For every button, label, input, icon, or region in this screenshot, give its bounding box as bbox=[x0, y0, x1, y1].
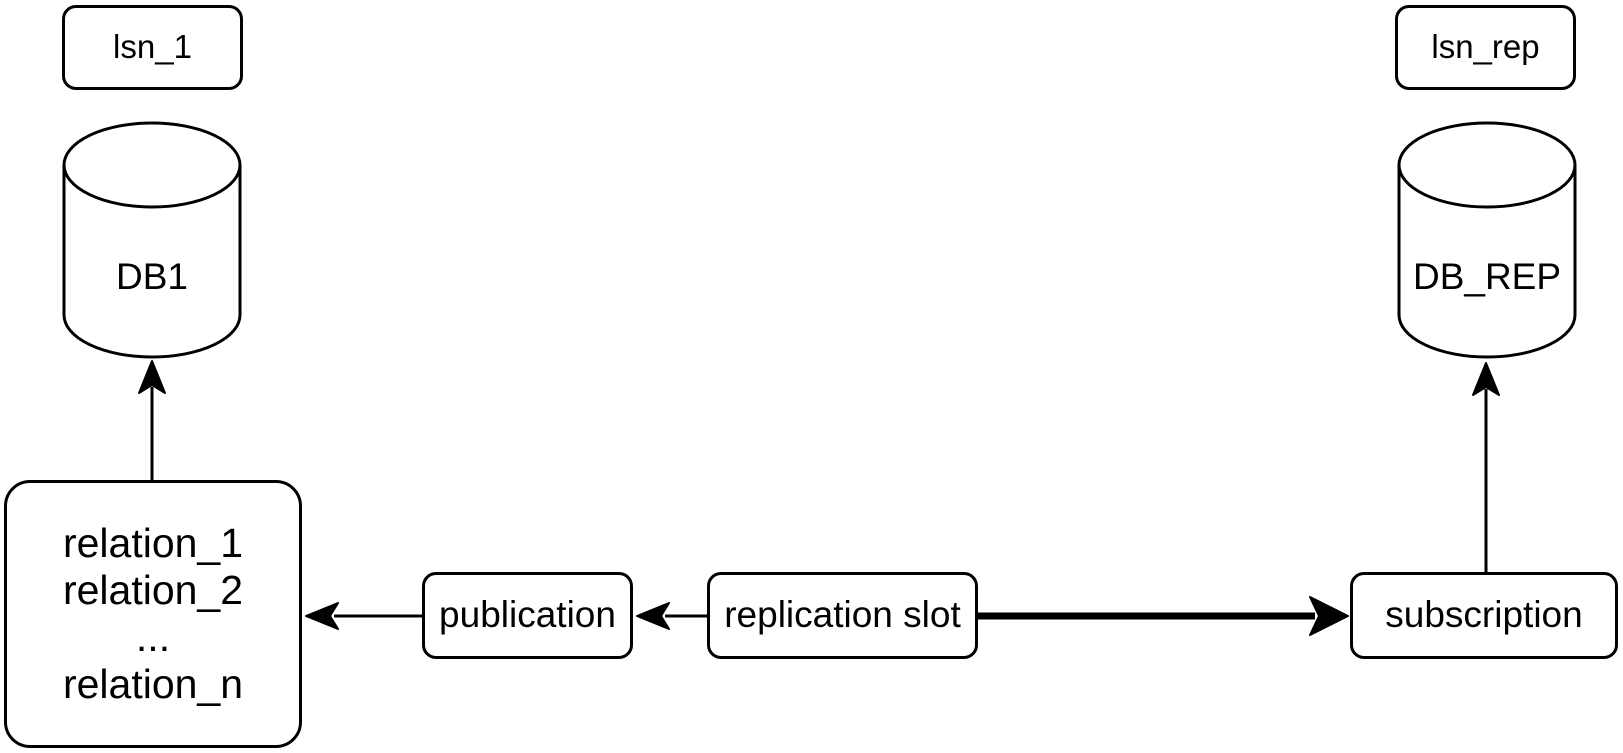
replication-slot-label: replication slot bbox=[724, 594, 961, 636]
lsn-1-label: lsn_1 bbox=[113, 28, 192, 66]
relation-line: relation_1 bbox=[62, 520, 244, 566]
publication-label: publication bbox=[439, 594, 616, 636]
replication-slot-node: replication slot bbox=[707, 572, 978, 659]
db1-label: DB1 bbox=[116, 256, 188, 297]
db-rep-cylinder-node: DB_REP bbox=[1397, 120, 1577, 360]
arrow-slot-to-publication bbox=[636, 602, 707, 630]
cylinder-shape bbox=[1397, 121, 1577, 359]
db-rep-label: DB_REP bbox=[1412, 256, 1562, 297]
lsn-rep-label: lsn_rep bbox=[1431, 28, 1540, 66]
arrow-slot-to-subscription bbox=[978, 596, 1349, 636]
relation-line: relation_2 bbox=[62, 567, 244, 613]
arrow-subscription-to-dbrep bbox=[1472, 362, 1500, 572]
arrow-publication-to-relations bbox=[305, 602, 422, 630]
publication-node: publication bbox=[422, 572, 633, 659]
relation-line-ellipsis: ... bbox=[135, 614, 171, 660]
lsn-rep-node: lsn_rep bbox=[1395, 5, 1576, 90]
arrow-relations-to-db1 bbox=[138, 360, 166, 480]
db1-cylinder-node: DB1 bbox=[62, 120, 242, 360]
subscription-node: subscription bbox=[1350, 572, 1618, 659]
relation-line: relation_n bbox=[62, 661, 244, 707]
cylinder-shape bbox=[62, 121, 242, 359]
subscription-label: subscription bbox=[1385, 594, 1583, 636]
relations-node: relation_1 relation_2 ... relation_n bbox=[4, 480, 302, 748]
lsn-1-node: lsn_1 bbox=[62, 5, 243, 90]
